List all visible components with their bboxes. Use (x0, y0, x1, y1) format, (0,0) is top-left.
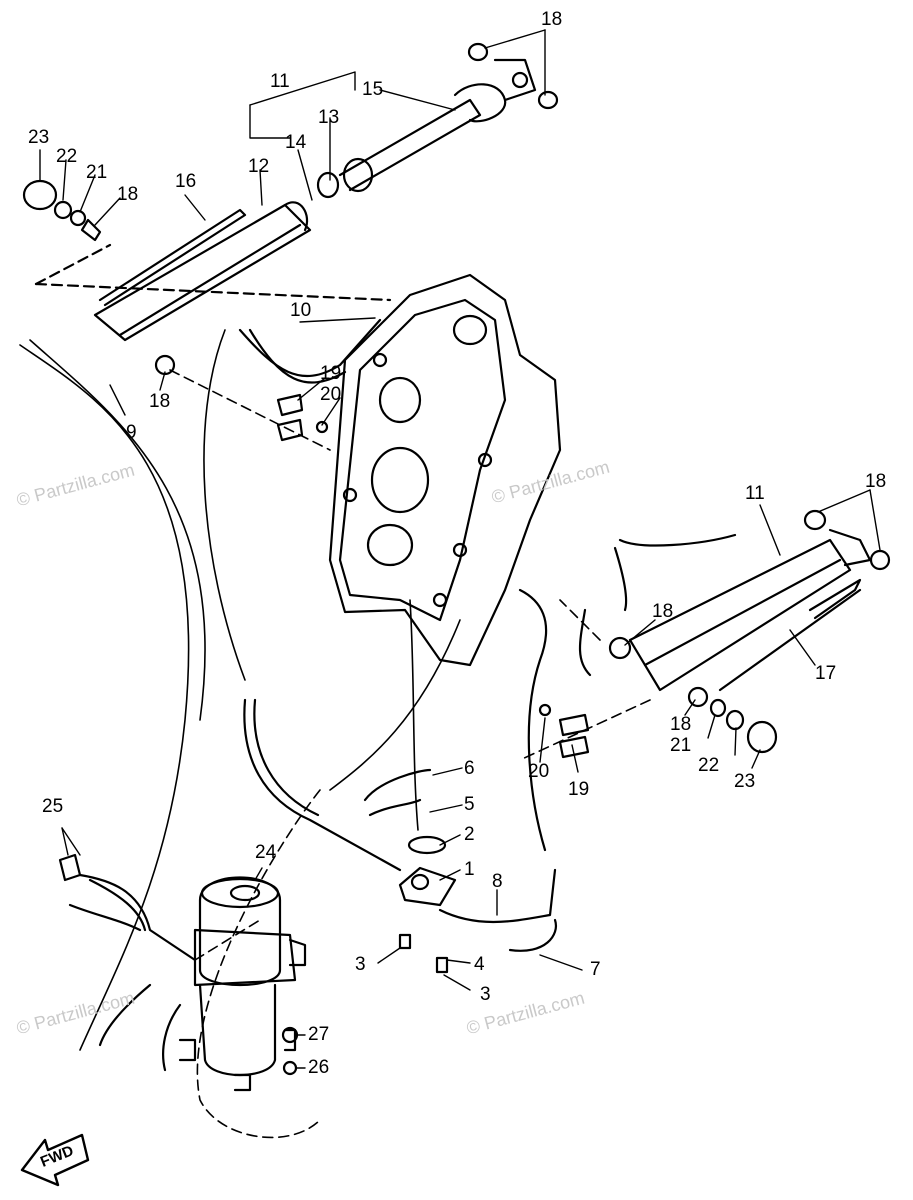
callout-part-6: 6 (464, 758, 475, 779)
callout-part-21: 21 (86, 162, 108, 183)
callout-part-16: 16 (175, 171, 197, 192)
callout-part-19: 19 (568, 779, 590, 800)
callout-part-1: 1 (464, 859, 475, 880)
cable-loops (19, 329, 461, 1139)
callout-part-15: 15 (362, 79, 384, 100)
callout-part-10: 10 (290, 300, 312, 321)
callout-part-25: 25 (42, 796, 64, 817)
callout-part-8: 8 (492, 871, 503, 892)
callout-part-24: 24 (255, 842, 277, 863)
lower-cylinder-assembly (608, 509, 891, 754)
callout-part-13: 13 (318, 107, 340, 128)
callout-part-23: 23 (734, 771, 756, 792)
callout-part-23: 23 (28, 127, 50, 148)
tilt-motor (178, 876, 307, 1092)
assembly-dash-lines (169, 369, 651, 961)
fwd-arrow (20, 1133, 90, 1187)
callout-part-11: 11 (270, 71, 290, 92)
callout-part-5: 5 (464, 794, 475, 815)
callout-part-2: 2 (464, 824, 475, 845)
fasteners (276, 393, 590, 1076)
callout-part-22: 22 (698, 755, 720, 776)
manual-valve (398, 835, 457, 974)
callout-part-18: 18 (670, 714, 692, 735)
callout-part-11: 11 (745, 483, 765, 504)
upper-cylinder-assembly (22, 42, 559, 376)
callout-part-18: 18 (149, 391, 171, 412)
callout-part-27: 27 (308, 1024, 330, 1045)
callout-part-17: 17 (815, 663, 837, 684)
leader-lines (39, 29, 881, 1069)
callout-part-14: 14 (285, 132, 307, 153)
callout-part-4: 4 (474, 954, 485, 975)
callout-part-3: 3 (480, 984, 491, 1005)
callout-part-18: 18 (541, 9, 563, 30)
callout-part-19: 19 (320, 363, 342, 384)
callout-part-18: 18 (865, 471, 887, 492)
callout-part-26: 26 (308, 1057, 330, 1078)
callout-part-20: 20 (528, 761, 550, 782)
callout-part-3: 3 (355, 954, 366, 975)
callout-part-7: 7 (590, 959, 601, 980)
callout-part-22: 22 (56, 146, 78, 167)
callout-part-21: 21 (670, 735, 692, 756)
callout-part-9: 9 (126, 422, 137, 443)
callout-part-20: 20 (320, 384, 342, 405)
bracket-plate (328, 273, 562, 667)
callout-part-18: 18 (117, 184, 139, 205)
hydraulic-pipes (238, 318, 737, 952)
callout-part-18: 18 (652, 601, 674, 622)
callout-part-12: 12 (248, 156, 270, 177)
wiring-harness (58, 853, 197, 1072)
